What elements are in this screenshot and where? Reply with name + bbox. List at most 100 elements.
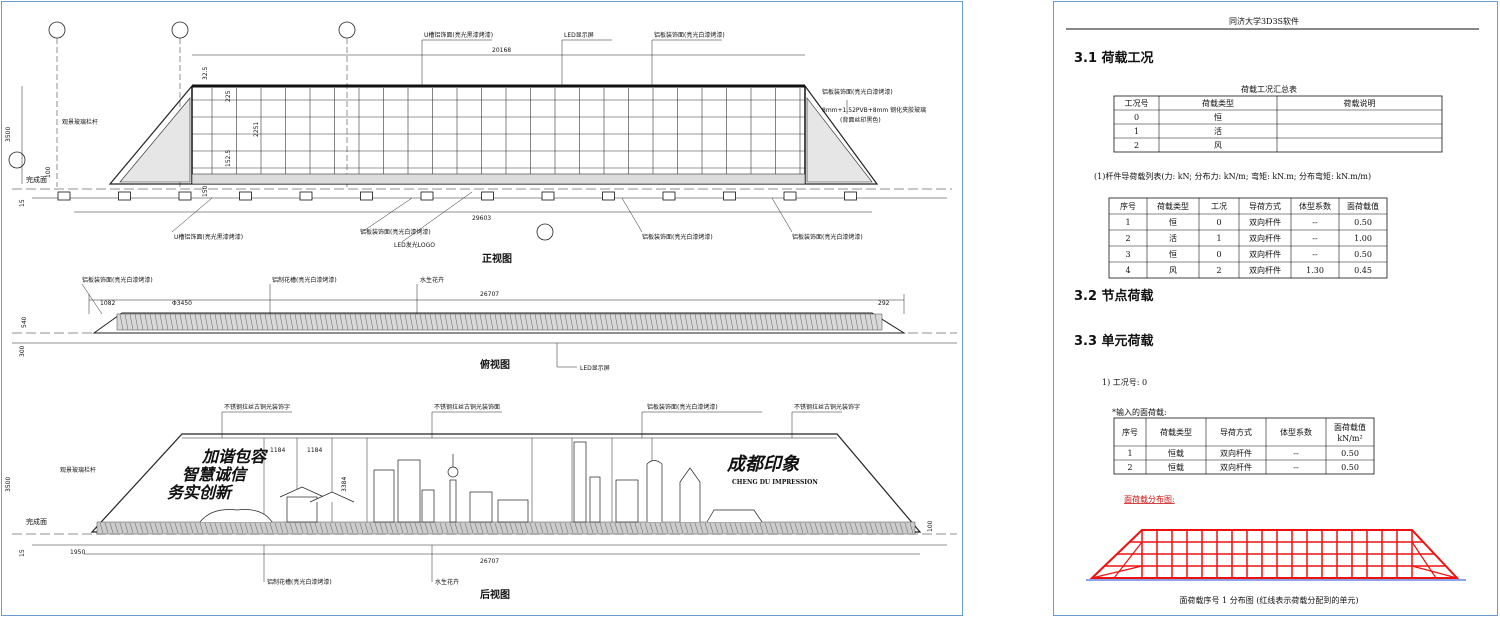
report-header: 同济大学3D3S软件 — [1229, 16, 1299, 26]
front-view-title: 正视图 — [482, 252, 512, 265]
rear-dim-a: 1184 — [270, 447, 285, 454]
table-cell: 0 — [1216, 218, 1221, 227]
table-cell: 活 — [1169, 233, 1177, 243]
rear-view-labels: 不锈钢拉丝古铜光装饰字 不锈钢拉丝古铜光装饰面 铝板装饰面(亮光白漆烤漆) 不锈… — [5, 403, 934, 601]
plan-dim-left: 1082 — [100, 300, 115, 307]
label-bot-b: 铝板装饰面(亮光白漆烤漆) — [360, 228, 431, 236]
rear-label-g: 铝制花槽(亮光白漆烤漆) — [267, 578, 332, 586]
table-cell: 1 — [1134, 127, 1139, 136]
support-foot — [360, 191, 373, 201]
table-cell: 2 — [1134, 141, 1139, 150]
table-cell: 0.50 — [1341, 449, 1359, 458]
figure-caption: 面荷载序号 1 分布图 (红线表示荷载分配到的单元) — [1180, 595, 1359, 605]
label-left-a: 观景玻璃栏杆 — [62, 118, 98, 126]
table-cell: 3 — [1125, 250, 1130, 259]
dim-d5: 150 — [202, 185, 209, 197]
rear-dim-b: 1184 — [307, 447, 322, 454]
table-cell: 恒 — [1169, 217, 1177, 227]
plan-view-labels: 铝板装饰面(亮光白漆烤漆) 铝制花槽(亮光白漆烤漆) 水生花卉 LED显示屏 2… — [19, 276, 890, 372]
table-cell: 活 — [1214, 126, 1222, 136]
support-foot — [844, 191, 857, 201]
plan-view-drawing — [12, 283, 957, 368]
dim-d7: 15 — [19, 199, 26, 207]
rear-dim-height: 3500 — [5, 477, 12, 492]
rear-dim-d2: 15 — [19, 549, 26, 557]
table-cell: 双向杆件 — [1220, 462, 1252, 472]
support-foot — [420, 191, 434, 201]
table-cell: 双向杆件 — [1220, 448, 1252, 458]
support-foot — [723, 191, 736, 201]
dim-d2: 225 — [225, 90, 232, 102]
table-header: 体型系数 — [1280, 427, 1312, 437]
axis-markers — [8, 21, 554, 241]
rear-calligraphy: 加谐包容 智慧诚信 务实创新 成都印象 CHENG DU IMPRESSION — [167, 447, 818, 502]
plan-dim-h2: 300 — [19, 345, 26, 357]
label-right-c: (背面丝印黑色) — [840, 116, 881, 124]
dim-top: 20168 — [492, 47, 511, 54]
rear-dim-d3: 1950 — [70, 549, 85, 556]
table-cell: 双向杆件 — [1249, 265, 1281, 275]
table-cell: 0.50 — [1354, 250, 1372, 259]
plan-view-title: 俯视图 — [480, 358, 510, 371]
input-label: *输入的面荷载: — [1112, 407, 1167, 417]
table-header-unit: kN/m² — [1337, 434, 1362, 443]
table-cell: -- — [1312, 250, 1318, 259]
table-header: 工况 — [1211, 202, 1227, 211]
table-cell: 恒载 — [1168, 448, 1184, 458]
table-header: 荷载类型 — [1202, 98, 1234, 108]
rear-label-f: 完成面 — [26, 517, 47, 526]
cad-drawing-svg: U槽铝饰面(亮光黑漆烤漆) LED显示屏 铝板装饰面(亮光白漆烤漆) 铝板装饰面… — [5, 21, 957, 601]
rear-text-right-en: CHENG DU IMPRESSION — [732, 479, 818, 486]
rear-label-e: 观景玻璃栏杆 — [60, 466, 96, 474]
cad-drawing-panel: U槽铝饰面(亮光黑漆烤漆) LED显示屏 铝板装饰面(亮光白漆烤漆) 铝板装饰面… — [1, 1, 963, 616]
rear-text-right: 成都印象 — [726, 454, 800, 475]
table-cell: 1 — [1127, 449, 1132, 458]
front-view-labels: U槽铝饰面(亮光黑漆烤漆) LED显示屏 铝板装饰面(亮光白漆烤漆) 铝板装饰面… — [5, 31, 926, 265]
label-right-a: 铝板装饰面(亮光白漆烤漆) — [822, 88, 893, 96]
table-header: 面荷载值 — [1334, 422, 1366, 432]
plan-label-d: LED显示屏 — [580, 365, 610, 372]
front-view-drawing — [8, 21, 952, 243]
rear-dim-total: 26707 — [480, 558, 499, 565]
rear-view-drawing — [12, 411, 957, 582]
table2-caption: (1)杆件导荷载列表(力: kN; 分布力: kN/m; 弯矩: kN.m; 分… — [1094, 171, 1371, 181]
rear-label-b: 不锈钢拉丝古铜光装饰面 — [434, 403, 500, 411]
table-header: 荷载说明 — [1344, 98, 1376, 108]
plan-label-a: 铝板装饰面(亮光白漆烤漆) — [82, 276, 153, 284]
table-header: 工况号 — [1125, 99, 1149, 108]
plan-dim-h1: 540 — [21, 316, 28, 328]
dim-d3: 2251 — [253, 122, 260, 137]
plan-dim-total: 26707 — [480, 291, 499, 298]
table-cell: 0.50 — [1354, 218, 1372, 227]
table-cell: 2 — [1216, 266, 1221, 275]
plan-dim-phi: Φ3450 — [172, 300, 192, 307]
load-distribution-figure — [1086, 529, 1466, 581]
case-label: 1) 工况号: 0 — [1102, 378, 1147, 387]
table-cell: 1.30 — [1306, 266, 1324, 275]
dim-d1: 32.5 — [202, 66, 209, 80]
table-cell: 0 — [1216, 250, 1221, 259]
label-bot-c: LED发光LOGO — [394, 241, 435, 249]
dim-height: 3500 — [5, 127, 12, 142]
table-cell: 恒载 — [1168, 462, 1184, 472]
table-cell: 1 — [1216, 234, 1221, 243]
label-right-b: 8mm+1.52PVB+8mm 钢化夹胶玻璃 — [822, 106, 926, 114]
table-cell: 2 — [1125, 234, 1130, 243]
rear-dim-c: 3384 — [341, 477, 348, 492]
label-top-c: 铝板装饰面(亮光白漆烤漆) — [654, 31, 725, 39]
support-foot — [57, 191, 71, 201]
table-cell: 风 — [1214, 141, 1222, 150]
support-foot — [662, 191, 676, 201]
table-cell: 0 — [1134, 113, 1139, 122]
label-bot-d: 铝板装饰面(亮光白漆烤漆) — [642, 233, 713, 241]
support-foot — [783, 191, 797, 201]
report-svg: 同济大学3D3S软件 3.1 荷载工况 荷载工况汇总表 工况号荷载类型荷载说明0… — [1066, 16, 1479, 605]
rear-label-c: 铝板装饰面(亮光白漆烤漆) — [647, 403, 718, 411]
table-header: 面荷载值 — [1347, 201, 1379, 211]
table-cell: 4 — [1125, 266, 1130, 275]
table-header: 导荷方式 — [1220, 427, 1252, 437]
table-cell: -- — [1312, 234, 1318, 243]
rear-view-title: 后视图 — [480, 588, 510, 601]
